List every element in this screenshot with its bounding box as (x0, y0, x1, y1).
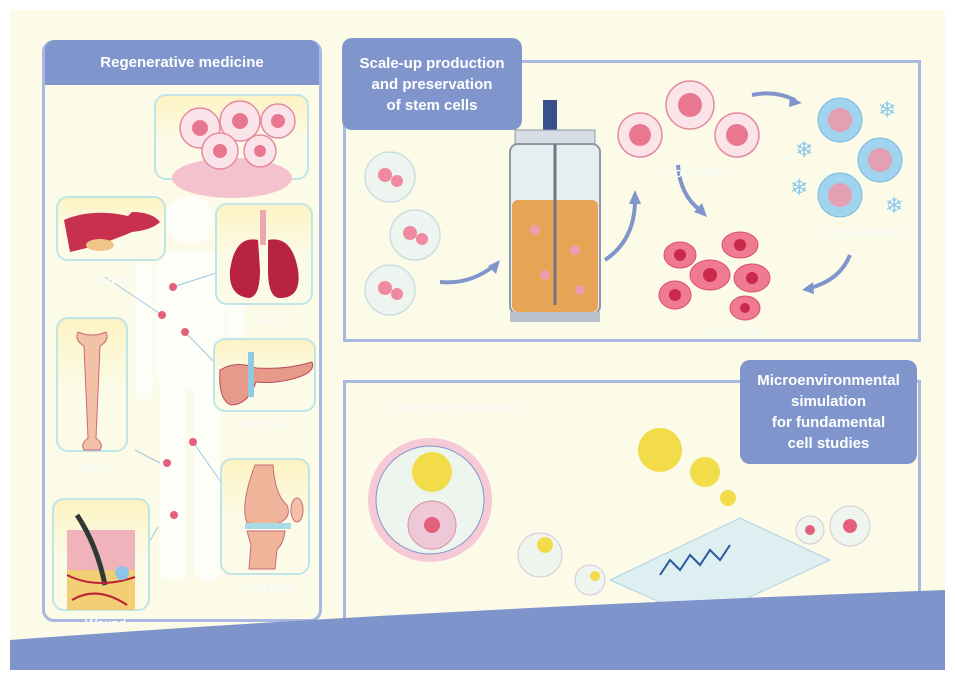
wound-label: Wound (85, 616, 126, 631)
scaleup-panel (343, 60, 921, 342)
cryopreservation-spheroids: ❄ ❄ ❄ ❄ (790, 97, 903, 218)
figure-canvas: Regenerative medicine (10, 10, 945, 670)
lung-label: Lung (252, 310, 281, 325)
harvesting-label: Harvesting (700, 322, 763, 337)
scaleup-title: Scale-up production and preservation of … (342, 38, 522, 130)
single-cell-sequencing-label: Single-cell sequencing (390, 399, 521, 414)
cryopreservation-label: Cryopreservation (810, 225, 909, 240)
pancreas-label: Pancreas (238, 417, 293, 432)
microenvironment-title: Microenvironmental simulation for fundam… (740, 360, 917, 464)
liver-label: Liver (100, 272, 129, 287)
liver-icon (64, 212, 160, 252)
regenerative-medicine-title: Regenerative medicine (45, 40, 319, 85)
harvested-cells (658, 231, 771, 321)
svg-text:❄: ❄ (795, 137, 813, 162)
svg-text:❄: ❄ (885, 193, 903, 218)
lung-icon (229, 210, 299, 298)
cell-spheroids-icon (172, 100, 296, 198)
bottom-wave (10, 590, 945, 670)
bone-icon (76, 331, 108, 451)
proliferation-label: Proliferation (662, 165, 732, 180)
organ-connectors (104, 269, 231, 596)
cartilage-label: Cartilage (242, 580, 295, 595)
bone-label: Bone (80, 460, 111, 475)
proliferation-spheroids (617, 80, 760, 158)
single-cell-illustration (368, 438, 492, 562)
skin-icon (66, 513, 136, 610)
svg-text:❄: ❄ (878, 97, 896, 122)
droplet-sequence (517, 428, 871, 621)
bioreactor-icon (509, 100, 601, 322)
knee-icon (244, 464, 304, 570)
flow-arrows (439, 91, 852, 294)
svg-text:❄: ❄ (790, 175, 808, 200)
pancreas-icon (219, 352, 314, 406)
stem-cell-dishes (364, 151, 441, 316)
